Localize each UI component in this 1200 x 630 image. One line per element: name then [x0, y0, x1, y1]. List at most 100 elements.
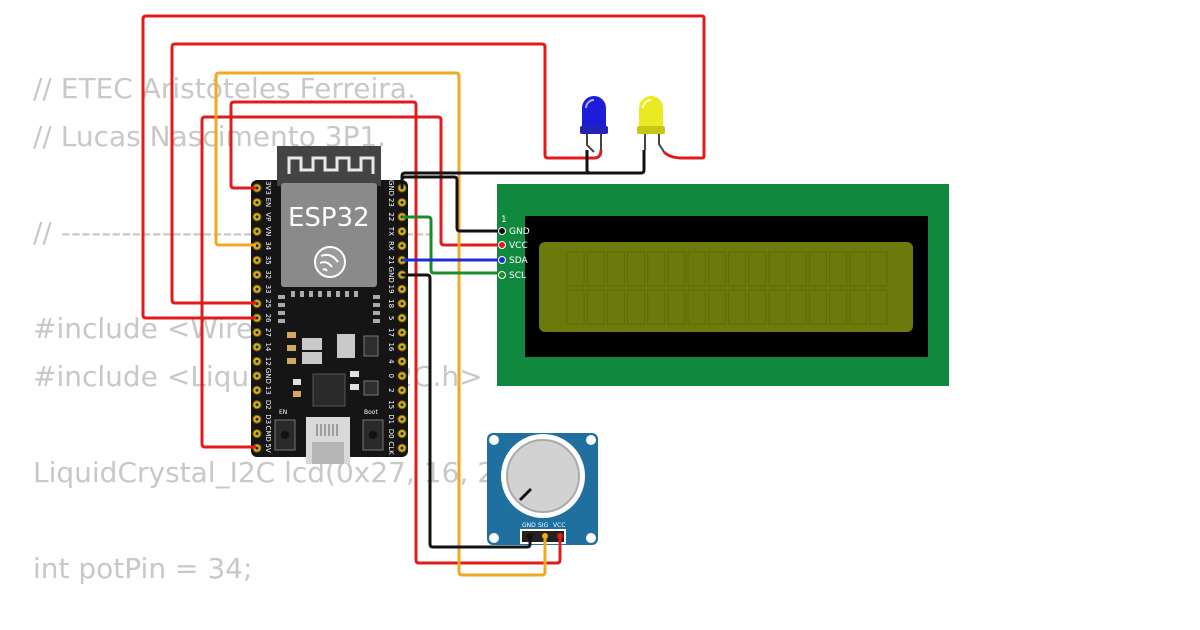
lcd-char-cell	[849, 289, 868, 325]
esp32-left-pin-label: 32	[264, 270, 272, 279]
esp32-right-pin-label: 17	[387, 328, 395, 337]
micro-usb-port-icon[interactable]	[306, 417, 350, 464]
esp32-right-pin-hole	[400, 432, 404, 436]
lcd-char-cell	[829, 251, 848, 287]
esp32-left-pin-hole	[255, 331, 259, 334]
lcd-char-cell	[606, 289, 625, 325]
pot-knob	[506, 439, 580, 513]
pot-pin-gnd	[527, 533, 533, 539]
esp32-left-pin-label: 5V	[264, 443, 272, 452]
lcd-display[interactable]: 1 GND VCC SDA SCL	[497, 184, 949, 386]
esp32-left-pin-hole	[255, 359, 259, 363]
yellow-led[interactable]	[637, 96, 665, 153]
lcd-char-cell	[869, 289, 888, 325]
esp32-left-pin-hole	[255, 258, 259, 262]
esp32-left-pin-hole	[255, 186, 259, 190]
lcd-char-cell	[566, 251, 585, 287]
lcd-pin-label-vcc: VCC	[509, 241, 528, 251]
lcd-char-cell	[627, 251, 646, 287]
boot-label: Boot	[364, 409, 378, 416]
esp32-left-pin-label: CMD	[264, 425, 272, 441]
esp32-left-pin-hole	[255, 432, 259, 436]
lcd-char-cell	[748, 251, 767, 287]
esp32-right-pin-hole	[400, 229, 404, 233]
mount-hole-icon	[489, 435, 499, 445]
blue-led[interactable]	[580, 96, 608, 153]
wire-pot-sig-to-pin34	[214, 71, 547, 577]
esp32-right-pin-label: 0	[387, 374, 395, 378]
lcd-char-cell	[829, 289, 848, 325]
lcd-char-cell	[586, 289, 605, 325]
esp32-right-pin-hole	[400, 374, 404, 378]
lcd-char-cell	[728, 289, 747, 325]
lcd-pin-label-scl: SCL	[509, 271, 526, 281]
boot-button[interactable]	[362, 419, 384, 451]
esp32-left-pin-hole	[255, 215, 259, 219]
pot-pin-vcc	[557, 533, 563, 539]
pot-pins	[527, 533, 563, 539]
esp32-left-pin-hole	[255, 316, 259, 320]
smd-component	[293, 391, 301, 397]
en-button[interactable]	[274, 419, 296, 451]
usb-serial-chip	[312, 373, 346, 407]
wire-3v3-to-lcd-vcc	[229, 100, 562, 565]
esp32-left-pin-label: 12	[264, 357, 272, 366]
lcd-char-cell	[647, 289, 666, 325]
lcd-screen	[539, 242, 913, 332]
potentiometer-module[interactable]: GND SIG VCC	[487, 433, 598, 545]
esp32-right-pin-label: TX	[387, 226, 395, 236]
esp32-title: ESP32	[288, 203, 370, 233]
esp32-left-pin-hole	[255, 446, 259, 450]
lcd-char-cell	[849, 251, 868, 287]
code-line: // ETEC Aristóteles Ferreira.	[33, 72, 416, 105]
esp32-left-pin-label: 34	[264, 241, 272, 250]
esp32-right-pin-hole	[400, 244, 404, 248]
lcd-pin-label-gnd: GND	[509, 227, 530, 237]
esp32-left-pin-hole	[255, 345, 259, 349]
esp32-left-pin-hole	[255, 403, 259, 407]
esp32-left-pin-hole	[255, 200, 259, 204]
wires	[141, 14, 706, 577]
esp32-right-pin-hole	[400, 388, 404, 392]
smd-component	[287, 358, 296, 364]
lcd-pin1-label: 1	[501, 215, 507, 225]
lcd-char-cell	[707, 289, 726, 325]
esp32-right-pin-label: 23	[387, 198, 395, 207]
esp32-right-pin-hole	[400, 403, 404, 407]
esp32-right-pin-hole	[400, 446, 404, 450]
esp32-left-header: 3V3ENVPVN343532332526271412GND13D2D3CMD5…	[252, 181, 272, 453]
esp32-left-pin-hole	[255, 302, 259, 306]
mount-hole-icon	[489, 533, 499, 543]
esp32-left-pin-label: 25	[264, 299, 272, 308]
esp32-right-pin-label: 19	[387, 285, 395, 294]
lcd-pin-label-sda: SDA	[509, 256, 528, 266]
smd-component	[363, 335, 379, 357]
esp32-right-pin-label: 16	[387, 342, 395, 351]
esp32-left-pin-hole	[255, 244, 259, 248]
esp32-right-pin-label: 5	[387, 316, 395, 320]
esp32-antenna-area	[277, 146, 381, 186]
lcd-char-cell	[869, 251, 888, 287]
wire-blue-led-to-pin33	[170, 42, 603, 305]
pot-pin-label-vcc: VCC	[553, 522, 565, 529]
esp32-board[interactable]: ESP32 EN	[251, 146, 408, 464]
smd-component	[287, 345, 296, 351]
esp32-left-pin-label: 14	[264, 342, 272, 351]
lcd-char-cell	[728, 251, 747, 287]
code-line: int potPin = 34;	[33, 552, 253, 585]
esp32-left-pin-hole	[255, 388, 259, 392]
lcd-char-cell	[788, 251, 807, 287]
esp32-right-pin-label: GND	[387, 267, 395, 283]
lcd-char-cell	[667, 251, 686, 287]
esp32-left-pin-label: VN	[264, 226, 272, 236]
code-line: LiquidCrystal_I2C lcd(0x27, 16, 2);	[33, 456, 516, 489]
esp32-left-pin-label: EN	[264, 198, 272, 208]
smd-component	[293, 379, 301, 385]
smd-component	[350, 371, 359, 377]
lcd-char-cell	[586, 251, 605, 287]
esp32-module-shield	[281, 183, 377, 287]
wire-pin22-to-lcd-scl	[402, 215, 502, 275]
esp32-right-pin-label: RX	[387, 241, 395, 251]
lcd-char-cell	[707, 251, 726, 287]
lcd-char-cell	[788, 289, 807, 325]
